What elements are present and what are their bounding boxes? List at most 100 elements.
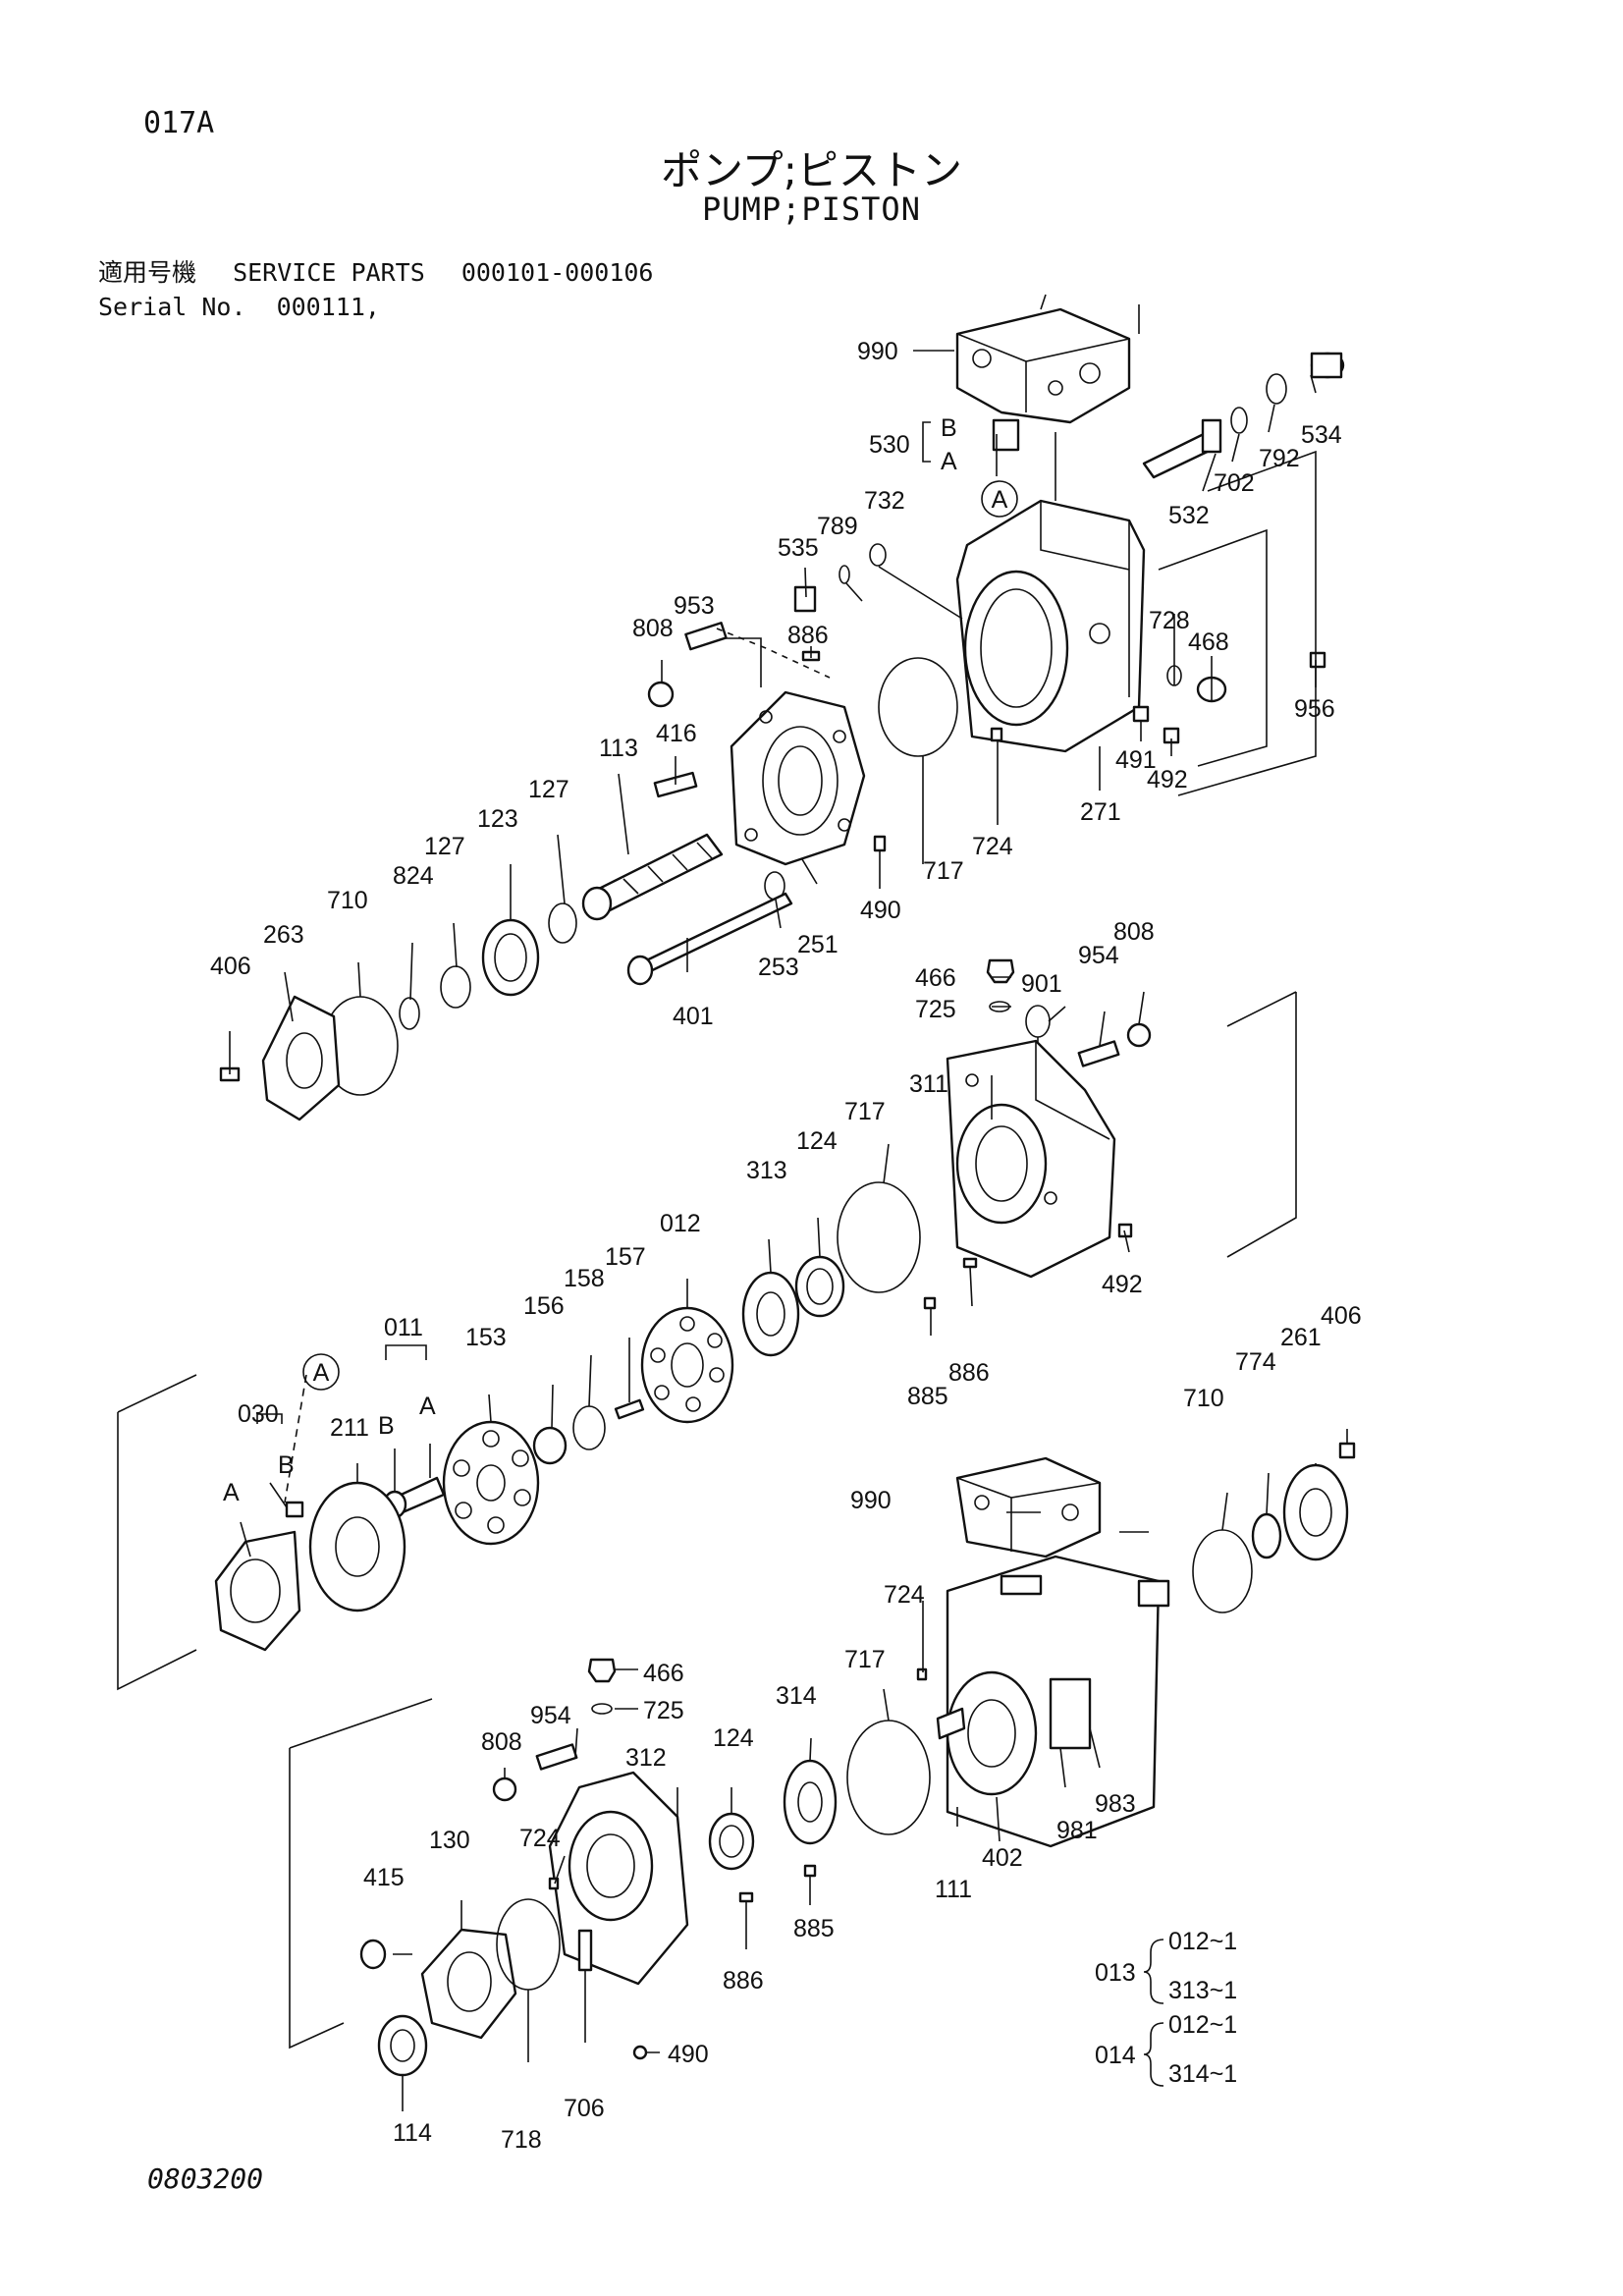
regulator-990-top[interactable]: [955, 307, 1131, 452]
valve-plate-313[interactable]: [741, 1271, 800, 1357]
stud-954-top[interactable]: [1077, 1040, 1120, 1067]
pump-assembly[interactable]: [936, 1555, 1170, 1848]
ring-158[interactable]: [572, 1405, 606, 1450]
label-792: 792: [1259, 445, 1300, 472]
plug-466-top[interactable]: [986, 958, 1015, 984]
bearing-124-bottom[interactable]: [708, 1812, 755, 1871]
label-a-530: A: [941, 448, 957, 475]
o-ring-710-right[interactable]: [1192, 1529, 1253, 1613]
valve-block-311[interactable]: [946, 1039, 1116, 1279]
o-ring-717-mid[interactable]: [837, 1181, 921, 1293]
label-b-030: B: [278, 1451, 295, 1479]
label-271: 271: [1080, 798, 1121, 826]
cover-251[interactable]: [730, 690, 866, 866]
label-b-011: B: [378, 1412, 395, 1440]
pin-885-bottom[interactable]: [803, 1864, 817, 1878]
label-114: 114: [393, 2119, 432, 2147]
o-ring-789[interactable]: [839, 565, 850, 584]
bolt-406-right[interactable]: [1338, 1442, 1356, 1459]
nut-808[interactable]: [647, 681, 675, 708]
label-789: 789: [817, 513, 858, 540]
spring-157[interactable]: [614, 1398, 645, 1420]
spherical-bush-156[interactable]: [532, 1426, 568, 1465]
label-724-top: 724: [972, 833, 1013, 860]
set-plate-153[interactable]: [442, 1420, 540, 1546]
o-ring-717-top[interactable]: [878, 657, 958, 757]
label-157: 157: [605, 1243, 646, 1271]
spline-coupling-114[interactable]: [377, 2014, 428, 2077]
label-153: 153: [465, 1324, 507, 1351]
label-702: 702: [1214, 469, 1255, 497]
cylinder-block-012[interactable]: [640, 1306, 734, 1424]
bolt-415[interactable]: [359, 1939, 387, 1970]
gear-130[interactable]: [420, 1928, 517, 2040]
plug-956[interactable]: [1309, 651, 1326, 669]
pin-886-bottom[interactable]: [738, 1891, 754, 1903]
label-710-top: 710: [327, 887, 368, 914]
label-127-a: 127: [528, 776, 569, 803]
svg-text:012~1: 012~1: [1168, 2011, 1237, 2039]
label-466-bottom: 466: [643, 1660, 684, 1687]
gear-case-312[interactable]: [548, 1771, 689, 1986]
cover-261[interactable]: [1282, 1463, 1349, 1561]
shaft-113[interactable]: [581, 833, 724, 921]
label-718: 718: [501, 2126, 542, 2154]
snap-ring-824[interactable]: [399, 997, 420, 1030]
stud-953[interactable]: [684, 622, 728, 651]
label-956: 956: [1294, 695, 1335, 723]
label-261: 261: [1280, 1324, 1322, 1351]
label-130: 130: [429, 1827, 470, 1854]
ring-774[interactable]: [1251, 1512, 1282, 1559]
label-113: 113: [599, 735, 638, 762]
bearing-123[interactable]: [481, 918, 540, 997]
label-123: 123: [477, 805, 518, 833]
label-211: 211: [330, 1414, 369, 1442]
kit-013: 013 012~1 313~1: [1095, 1928, 1237, 2004]
o-ring-702[interactable]: [1230, 407, 1248, 434]
pump-casing-271[interactable]: [955, 499, 1146, 753]
bolt-401[interactable]: [626, 892, 793, 986]
snap-ring-127-a[interactable]: [548, 902, 577, 944]
pin-886-mid[interactable]: [962, 1257, 978, 1269]
shoe-plate-211[interactable]: [308, 1481, 406, 1613]
label-124-mid: 124: [796, 1127, 838, 1155]
pin-885-mid[interactable]: [923, 1296, 937, 1310]
o-ring-717-right[interactable]: [846, 1720, 931, 1835]
washer-725-bottom[interactable]: [591, 1703, 613, 1715]
pin-724-bottom[interactable]: [548, 1877, 560, 1890]
label-886-top: 886: [787, 622, 829, 649]
nut-808-mid[interactable]: [1126, 1022, 1152, 1048]
label-416: 416: [656, 720, 697, 747]
label-406-top: 406: [210, 953, 251, 980]
plug-532[interactable]: [1142, 418, 1222, 479]
snap-ring-127-b[interactable]: [440, 965, 471, 1009]
seal-cap-534[interactable]: [1310, 352, 1345, 379]
label-886-bottom: 886: [723, 1967, 764, 1995]
pin-724-top[interactable]: [990, 727, 1003, 742]
label-886-mid: 886: [948, 1359, 990, 1387]
svg-text:014: 014: [1095, 2042, 1136, 2069]
label-885-bottom: 885: [793, 1915, 835, 1942]
nut-808-bottom[interactable]: [492, 1777, 517, 1802]
swash-plate-030[interactable]: [214, 1501, 304, 1652]
label-808-mid: 808: [1113, 918, 1155, 946]
valve-plate-314[interactable]: [783, 1759, 838, 1845]
label-415: 415: [363, 1864, 405, 1891]
label-901: 901: [1021, 970, 1062, 998]
regulator-990-mid[interactable]: [955, 1456, 1102, 1558]
plug-466-bottom[interactable]: [587, 1658, 617, 1683]
label-263: 263: [263, 921, 304, 949]
stud-954-bottom[interactable]: [535, 1743, 578, 1771]
label-954-bottom: 954: [530, 1702, 571, 1729]
plug-490-top[interactable]: [873, 835, 887, 852]
plug-490-bottom[interactable]: [632, 2045, 648, 2060]
label-466-top: 466: [915, 964, 956, 992]
pin-706[interactable]: [577, 1929, 593, 1972]
o-ring-732[interactable]: [869, 543, 887, 567]
bearing-124-mid[interactable]: [794, 1255, 845, 1318]
plug-491[interactable]: [1132, 705, 1150, 723]
o-ring-792[interactable]: [1266, 373, 1287, 405]
cover-263[interactable]: [261, 995, 341, 1121]
label-311: 311: [909, 1070, 948, 1098]
pin-724-right[interactable]: [916, 1667, 928, 1681]
